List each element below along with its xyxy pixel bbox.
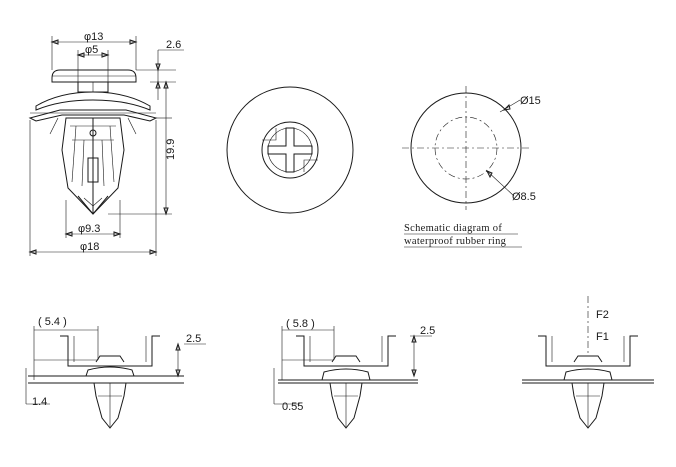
clip-side-view bbox=[28, 36, 184, 256]
dim-head-height: 2.6 bbox=[166, 39, 181, 51]
install2-panel: 0.55 bbox=[282, 401, 303, 413]
install1-span: ( 5.4 ) bbox=[38, 316, 67, 328]
install2-span: ( 5.8 ) bbox=[286, 318, 315, 330]
install2-height: 2.5 bbox=[420, 325, 435, 337]
dim-total-height: 19.9 bbox=[165, 139, 177, 160]
seal-ring-view bbox=[402, 86, 530, 210]
install1-panel: 1.4 bbox=[32, 396, 47, 408]
install1-height: 2.5 bbox=[186, 333, 201, 345]
install-view-3 bbox=[522, 296, 654, 429]
install-view-2 bbox=[273, 326, 432, 429]
seal-caption-line1: Schematic diagram of bbox=[404, 223, 502, 234]
clip-top-view bbox=[226, 86, 354, 214]
dim-head-diameter: φ13 bbox=[84, 31, 103, 43]
dim-stem-diameter: φ5 bbox=[85, 44, 98, 56]
dim-outer-diameter: Ø15 bbox=[520, 95, 541, 107]
install3-force-out: F2 bbox=[596, 309, 609, 321]
seal-caption-line2: waterproof rubber ring bbox=[404, 236, 507, 247]
install-view-1 bbox=[25, 326, 206, 429]
dim-base-diameter: φ18 bbox=[80, 241, 99, 253]
install3-force-in: F1 bbox=[596, 331, 609, 343]
dim-body-diameter: φ9.3 bbox=[78, 223, 100, 235]
dim-inner-diameter: Ø8.5 bbox=[512, 191, 536, 203]
